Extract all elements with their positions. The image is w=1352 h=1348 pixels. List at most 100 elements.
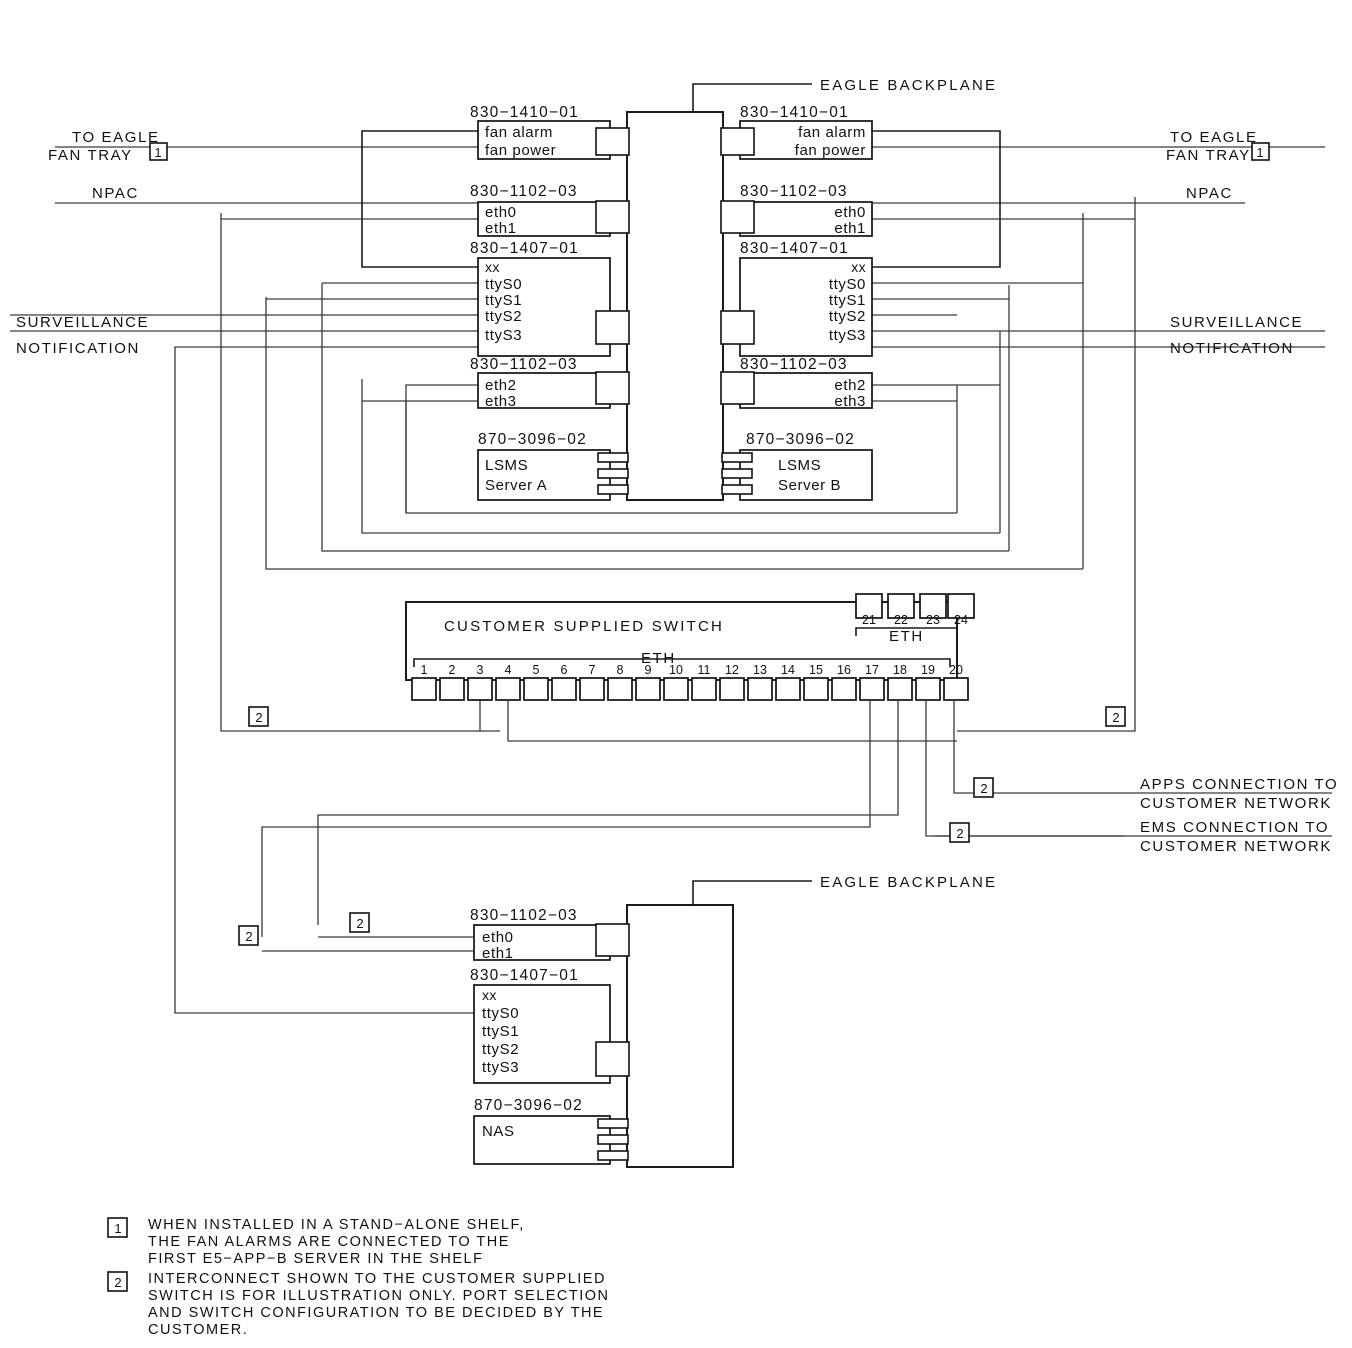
card-lsms-b-row0: LSMS: [778, 457, 821, 474]
card-tty-nas-row1: ttyS0: [482, 1005, 519, 1022]
port-num-6: 6: [561, 663, 568, 677]
note-marker-right-switch-text: 2: [1112, 710, 1119, 725]
right-fanalarm-jog: [872, 130, 1001, 268]
switch-ports-upper[interactable]: [855, 593, 975, 619]
card-eth23-left-part: 830−1102−03: [470, 356, 578, 373]
card-eth01-left-row0: eth0: [485, 204, 517, 221]
left-eth2-run: [405, 384, 478, 513]
port-num-23: 23: [926, 613, 940, 627]
card-tty-left-shape: [477, 257, 630, 357]
card-tty-left-row4: ttyS3: [485, 327, 522, 344]
port-num-17: 17: [865, 663, 879, 677]
left-edge-lines: [10, 146, 478, 332]
port-num-5: 5: [533, 663, 540, 677]
backplane-label-bottom: EAGLE BACKPLANE: [820, 874, 997, 891]
card-eth23-left-row1: eth3: [485, 393, 517, 410]
card-eth01-nas-shape: [473, 923, 630, 961]
ems-connection-line2: CUSTOMER NETWORK: [1140, 838, 1332, 855]
card-tty-left-row2: ttyS1: [485, 292, 522, 309]
switch-eth-label-upper: ETH: [889, 628, 924, 645]
card-tty-nas-row0: xx: [482, 987, 497, 1003]
card-tty-right-row4: ttyS3: [829, 327, 866, 344]
switch-ports-lower[interactable]: [411, 677, 969, 701]
port-num-13: 13: [753, 663, 767, 677]
card-tty-nas-part: 830−1407−01: [470, 967, 579, 984]
card-eth01-right-row0: eth0: [834, 204, 866, 221]
to-eagle-fan-tray-left-line1: TO EAGLE: [72, 129, 160, 146]
port-num-24: 24: [954, 613, 968, 627]
card-tty-left-part: 830−1407−01: [470, 240, 579, 257]
drop-port20-apps: [953, 700, 1124, 794]
note-marker-fan-right: 1: [1256, 145, 1263, 160]
port-num-9: 9: [645, 663, 652, 677]
card-fan-left-part: 830−1410−01: [470, 104, 579, 121]
card-lsms-b-part: 870−3096−02: [746, 431, 855, 448]
switch-eth-label-lower: ETH: [641, 650, 676, 667]
port-num-7: 7: [589, 663, 596, 677]
port-num-1: 1: [421, 663, 428, 677]
card-tty-nas-row4: ttyS3: [482, 1059, 519, 1076]
port-num-12: 12: [725, 663, 739, 677]
footnote-1-line1: WHEN INSTALLED IN A STAND−ALONE SHELF,: [148, 1217, 525, 1233]
inline-note1-markers: [149, 142, 1270, 161]
card-eth23-right-row0: eth2: [834, 377, 866, 394]
port-num-20: 20: [949, 663, 963, 677]
card-fan-right-shape: [720, 120, 873, 160]
card-eth01-left-shape: [477, 200, 630, 237]
card-fan-left-row0: fan alarm: [485, 124, 553, 141]
ems-connection-line1: EMS CONNECTION TO: [1140, 819, 1329, 836]
port-num-2: 2: [449, 663, 456, 677]
drop-port17: [261, 700, 871, 937]
surveillance-left-line1: SURVEILLANCE: [16, 314, 149, 331]
footnote-2-line4: CUSTOMER.: [148, 1322, 248, 1338]
switch-title: CUSTOMER SUPPLIED SWITCH: [444, 618, 724, 635]
to-eagle-fan-tray-left-line2: FAN TRAY: [48, 147, 133, 164]
drop-port18: [317, 700, 899, 925]
to-eagle-fan-tray-right-line1: TO EAGLE: [1170, 129, 1258, 146]
card-eth01-left-row1: eth1: [485, 220, 517, 237]
card-eth23-right-row1: eth3: [834, 393, 866, 410]
port-num-10: 10: [669, 663, 683, 677]
card-lsms-a-shape: [477, 449, 629, 501]
footnote-1-line2: THE FAN ALARMS ARE CONNECTED TO THE: [148, 1234, 510, 1250]
port-num-16: 16: [837, 663, 851, 677]
note-marker-fan-left: 1: [154, 145, 161, 160]
card-fan-left-shape: [477, 120, 630, 160]
footnote-2-line2: SWITCH IS FOR ILLUSTRATION ONLY. PORT SE…: [148, 1288, 610, 1304]
port-num-8: 8: [617, 663, 624, 677]
card-tty-nas-row2: ttyS1: [482, 1023, 519, 1040]
drop-port4: [507, 700, 957, 742]
footnote-1-line3: FIRST E5−APP−B SERVER IN THE SHELF: [148, 1251, 483, 1267]
port-num-11: 11: [698, 663, 711, 677]
card-fan-right-row0: fan alarm: [798, 124, 866, 141]
card-tty-right-row1: ttyS0: [829, 276, 866, 293]
card-lsms-b-row1: Server B: [778, 477, 841, 494]
card-eth01-nas-part: 830−1102−03: [470, 907, 578, 924]
card-eth23-left-shape: [477, 371, 630, 409]
card-tty-nas-row3: ttyS2: [482, 1041, 519, 1058]
npac-right-label: NPAC: [1186, 185, 1233, 202]
card-tty-right-part: 830−1407−01: [740, 240, 849, 257]
left-fanalarm-jog: [361, 130, 478, 268]
card-eth23-right-shape: [720, 371, 873, 409]
switch-eth-bracket-lower: [413, 658, 951, 667]
left-ttyS3-to-nas: [174, 346, 478, 1014]
note-marker-nas-inner-text: 2: [356, 916, 363, 931]
apps-connection-line2: CUSTOMER NETWORK: [1140, 795, 1332, 812]
footnote-markers: [107, 1217, 128, 1292]
surveillance-left-line2: NOTIFICATION: [16, 340, 140, 357]
card-fan-right-row1: fan power: [795, 142, 866, 159]
port-num-4: 4: [505, 663, 512, 677]
card-fan-right-part: 830−1410−01: [740, 104, 849, 121]
port-num-19: 19: [921, 663, 935, 677]
note-marker-nas-outer-text: 2: [245, 929, 252, 944]
card-eth01-nas-row1: eth1: [482, 945, 514, 962]
card-eth01-right-part: 830−1102−03: [740, 183, 848, 200]
card-lsms-a-part: 870−3096−02: [478, 431, 587, 448]
note-markers: [238, 706, 1126, 946]
card-eth01-nas-row0: eth0: [482, 929, 514, 946]
card-fan-left-row1: fan power: [485, 142, 556, 159]
card-tty-left-row1: ttyS0: [485, 276, 522, 293]
